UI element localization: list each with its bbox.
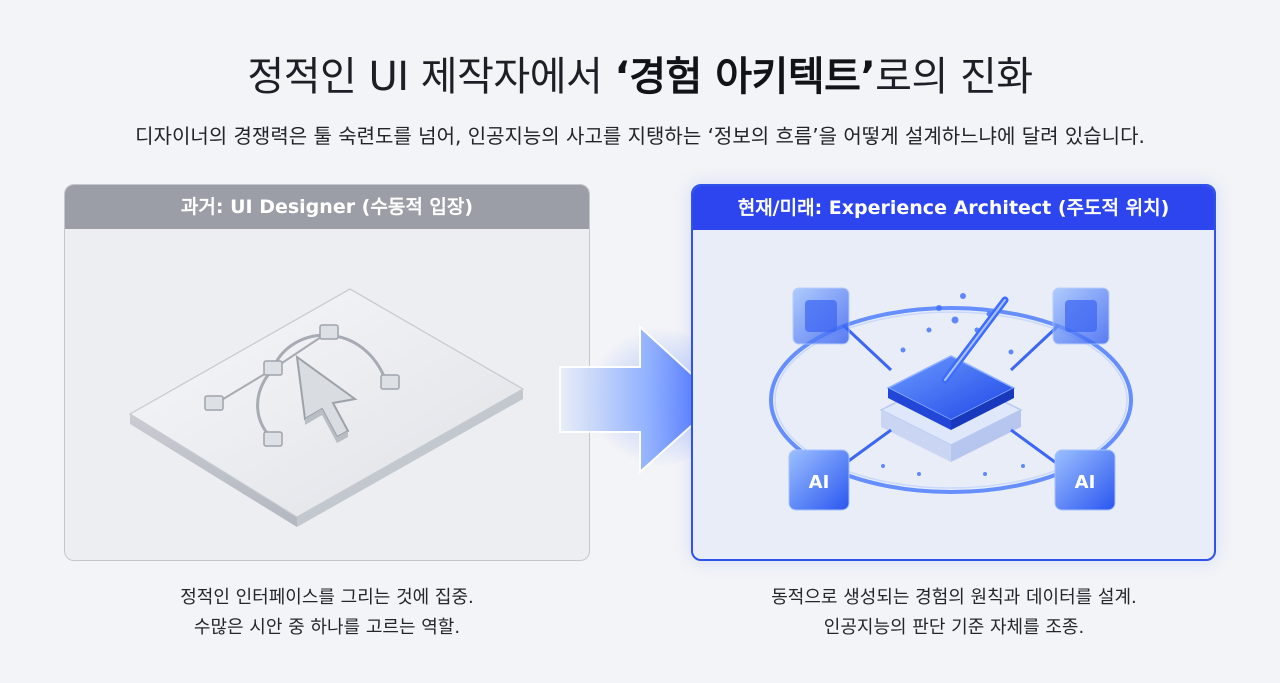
title-suffix: 로의 진화: [875, 54, 1033, 100]
title-prefix: 정적인 UI 제작자에서: [247, 54, 615, 100]
node-cube-top-right-icon: [1052, 287, 1110, 345]
cursor-arrow-icon: [295, 354, 358, 443]
ai-node-bottom-left-icon: AI: [788, 449, 850, 511]
data-particles: [881, 293, 1025, 476]
past-ui-designer-panel: 과거: UI Designer (수동적 입장): [64, 184, 590, 561]
ai-node-label-right: AI: [1075, 472, 1096, 493]
orbit-ring: [769, 306, 1133, 494]
glass-slab-edge: [130, 414, 297, 527]
transition-arrow-icon: [559, 324, 730, 475]
page-subtitle: 디자이너의 경쟁력은 툴 숙련도를 넘어, 인공지능의 사고를 지탱하는 ‘정보…: [135, 124, 1145, 148]
title-highlight: ‘경험 아키텍트’: [614, 54, 876, 100]
present-caption-line-1: 동적으로 생성되는 경험의 원칙과 데이터를 설계.: [771, 587, 1137, 608]
ai-node-bottom-right-icon: AI: [1054, 449, 1116, 511]
present-panel-header: 현재/미래: Experience Architect (주도적 위치): [693, 186, 1214, 230]
past-caption-line-2: 수많은 시안 중 하나를 고르는 역할.: [193, 617, 461, 638]
past-panel-header: 과거: UI Designer (수동적 입장): [65, 185, 589, 229]
vector-pen-tool-illustration: [128, 288, 525, 527]
present-caption: 동적으로 생성되는 경험의 원칙과 데이터를 설계. 인공지능의 판단 기준 자…: [694, 583, 1214, 643]
node-cube-top-left-icon: [792, 287, 850, 345]
ai-network-illustration: AI AI: [769, 287, 1133, 511]
connector-arrows: [841, 323, 1061, 467]
past-caption: 정적인 인터페이스를 그리는 것에 집중. 수많은 시안 중 하나를 고르는 역…: [67, 583, 587, 643]
anchor-points: [204, 324, 400, 447]
glass-slab-edge-right: [297, 389, 523, 527]
page-title: 정적인 UI 제작자에서 ‘경험 아키텍트’로의 진화: [0, 50, 1280, 104]
present-experience-architect-panel: 현재/미래: Experience Architect (주도적 위치): [691, 184, 1216, 561]
past-caption-line-1: 정적인 인터페이스를 그리는 것에 집중.: [180, 587, 474, 608]
present-caption-line-2: 인공지능의 판단 기준 자체를 조종.: [823, 617, 1085, 638]
ai-node-label-left: AI: [809, 472, 830, 493]
